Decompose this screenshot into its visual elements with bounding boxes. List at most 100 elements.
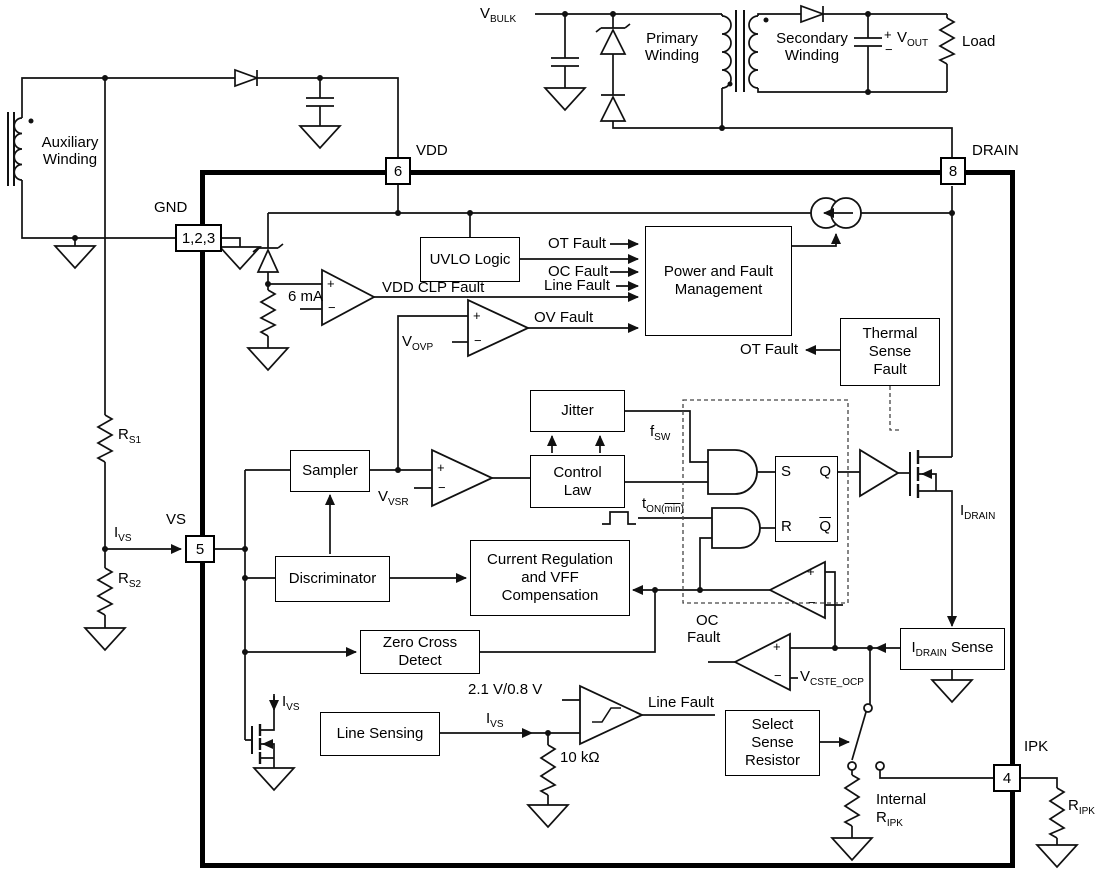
latch-s-label: S: [781, 463, 792, 480]
diodes: [234, 4, 826, 273]
fsw-label: fSW: [650, 423, 671, 443]
ot-fault-thermal-label: OT Fault: [740, 341, 799, 358]
ovp-plus: +: [473, 308, 481, 323]
latch-r-label: R: [781, 518, 792, 535]
gate-driver-icon: [859, 448, 900, 498]
aux-winding-icon: [7, 112, 23, 186]
block-discriminator: Discriminator: [275, 556, 390, 602]
switch-blade: [851, 711, 867, 761]
vvsr-label: VVSR: [378, 488, 409, 508]
drain-pin-label: DRAIN: [972, 142, 1019, 159]
junction-dots: [28, 11, 955, 736]
block-uvlo-logic: UVLO Logic: [420, 237, 520, 282]
vbulk-label: VBULK: [480, 5, 517, 25]
cs-plus: +: [807, 564, 815, 579]
vsr-minus: −: [438, 480, 446, 495]
vdd-clp-comparator-icon: [321, 268, 376, 327]
transformer-icon: [721, 10, 759, 92]
cs-comparator-icon: [768, 560, 826, 620]
line-fault-comparator-icon: [579, 684, 645, 746]
ovp-comparator-icon: [467, 298, 531, 358]
ovp-minus: −: [474, 333, 482, 348]
vsr-plus: +: [437, 460, 445, 475]
internal-ripk-label: RIPK: [876, 809, 903, 829]
vout-label: VOUT: [897, 29, 929, 49]
block-current-regulation-vff: Current Regulation and VFF Compensation: [470, 540, 630, 616]
gnd-pin-label: GND: [154, 199, 188, 216]
oc-fault-label: OC Fault: [548, 263, 609, 280]
aux-winding-label: Auxiliary Winding: [41, 134, 99, 168]
external-ripk-label: RIPK: [1068, 797, 1095, 817]
dashed-boundary: [682, 386, 900, 604]
clp-plus: +: [327, 276, 335, 291]
vovp-label: VOVP: [402, 333, 434, 353]
switch-contact: [875, 761, 885, 771]
clp-minus: −: [328, 300, 336, 315]
set-and-gate-icon: [707, 449, 758, 495]
pulse-icon: [602, 511, 636, 525]
pin-gnd: 1,2,3: [175, 224, 222, 252]
rs2-resistor-icon: [96, 567, 114, 616]
block-jitter: Jitter: [530, 390, 625, 432]
block-thermal-sense-fault: Thermal Sense Fault: [840, 318, 940, 386]
ivs-mosfet-label: IVS: [282, 693, 300, 713]
ot-fault-label: OT Fault: [548, 235, 607, 252]
oc-label: OC: [696, 612, 719, 629]
threshold-label: 2.1 V/0.8 V: [468, 681, 543, 698]
vs-pin-label: VS: [166, 511, 187, 528]
tonmin-label: tON(min): [642, 495, 684, 515]
pin-ipk: 4: [993, 764, 1021, 792]
internal-ripk-resistor-icon: [843, 774, 861, 827]
block-line-sensing: Line Sensing: [320, 712, 440, 756]
zener-clamp-icon: [595, 23, 631, 33]
power-mosfet-icon: [909, 186, 953, 498]
ocp-plus: +: [773, 639, 781, 654]
ground-symbols: [53, 87, 1079, 869]
oc-fault-line2-label: Fault: [687, 629, 721, 646]
vsr-comparator-icon: [431, 448, 495, 508]
latch-q-label: Q: [819, 463, 831, 480]
block-idrain-sense: IDRAIN Sense: [900, 628, 1005, 670]
reset-and-gate-icon: [711, 507, 761, 549]
internal-label: Internal: [876, 791, 927, 808]
pin-vdd: 6: [385, 157, 411, 185]
primary-winding-label: Primary Winding: [644, 30, 700, 64]
ocp-comparator-icon: [733, 632, 791, 692]
vdd-diode-icon: [234, 68, 260, 88]
block-power-fault-management: Power and Fault Management: [645, 226, 792, 336]
clamp-resistor-icon: [259, 289, 277, 337]
vdd-clp-fault-label: VDD CLP Fault: [382, 279, 485, 296]
ipk-pin-label: IPK: [1024, 738, 1049, 755]
vcste-ocp-label: VCSTE_OCP: [800, 668, 864, 688]
clamp-diode-icon: [599, 95, 627, 122]
rs1-label: RS1: [118, 426, 142, 446]
block-select-sense-resistor: Select Sense Resistor: [725, 710, 820, 776]
switch-contact: [863, 703, 873, 713]
vout-minus-label: −: [885, 42, 893, 57]
hysteresis-icon: [592, 707, 621, 723]
cs-minus: −: [808, 595, 816, 610]
ocp-minus: −: [774, 668, 782, 683]
ivs-label: IVS: [114, 524, 132, 544]
rs1-resistor-icon: [96, 414, 114, 463]
load-label: Load: [962, 33, 996, 50]
pin-vs: 5: [185, 535, 215, 563]
sr-latch: S Q R Q: [775, 456, 838, 542]
wires: [7, 10, 1066, 845]
vdd-pin-label: VDD: [416, 142, 448, 159]
idrain-label: IDRAIN: [960, 502, 996, 522]
external-ripk-resistor-icon: [1048, 787, 1066, 839]
six-ma-label: 6 mA: [288, 288, 324, 305]
block-zero-cross-detect: Zero Cross Detect: [360, 630, 480, 674]
latch-qbar-label: Q: [819, 518, 831, 535]
line-fault-out-label: Line Fault: [648, 694, 714, 711]
switch-contact: [847, 761, 857, 771]
ic-boundary: [200, 170, 1015, 868]
10k-resistor-icon: [539, 744, 557, 796]
ivs-linesense-label: IVS: [486, 710, 504, 730]
secondary-winding-label: Secondary Winding: [776, 30, 848, 64]
vout-plus-label: +: [884, 27, 892, 42]
block-sampler: Sampler: [290, 450, 370, 492]
